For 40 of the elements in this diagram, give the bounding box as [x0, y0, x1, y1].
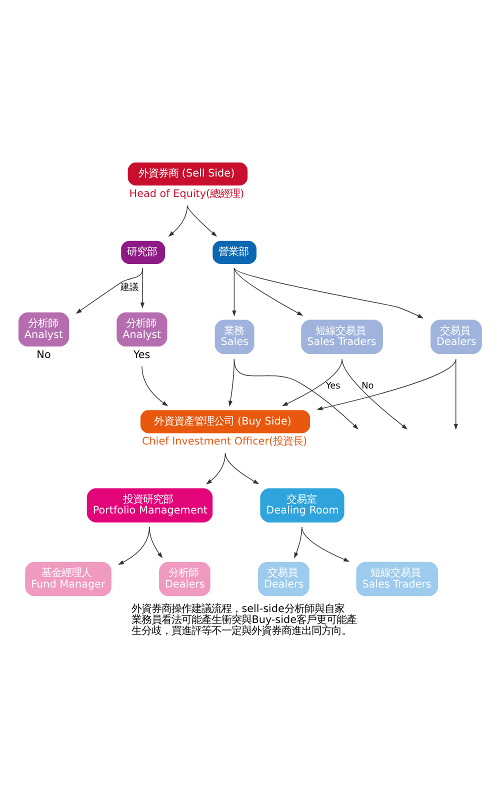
node-box: 短線交易員 Sales Traders: [301, 319, 383, 354]
arrow: [232, 267, 236, 316]
node-box: 分析師 Analyst: [18, 312, 70, 346]
arrow: [234, 267, 304, 316]
node-box: 外資資產管理公司 (Buy Side): [140, 410, 310, 433]
arrow: [140, 267, 145, 308]
arrow: [149, 526, 163, 558]
node-label: Yes: [133, 348, 150, 360]
node-label: Head of Equity(總經理): [129, 187, 244, 200]
arrow: [342, 358, 408, 429]
arrow: [234, 358, 358, 430]
node-box: 研究部: [121, 240, 165, 264]
arrow: [234, 267, 424, 318]
arrow: [224, 452, 260, 484]
node-label: Chief Investment Officer(投資長): [142, 435, 308, 448]
arrow: [302, 526, 350, 562]
arrow: [316, 358, 456, 410]
edge-label: 建議: [120, 282, 139, 293]
edge-label: No: [362, 380, 374, 391]
node-box: 短線交易員 Sales Traders: [356, 561, 438, 596]
arrow: [76, 267, 144, 314]
caption: 外資券商操作建議流程，sell-side分析師與自家業務員看法可能產生衝突與Buy-side客戶更可能產生分歧，買進評等不一定與外資券商進出同方向。: [132, 602, 357, 637]
arrow: [294, 526, 302, 558]
node-box: 分析師 Analyst: [116, 312, 168, 346]
node-box: 基金經理人 Fund Manager: [25, 561, 112, 596]
node-box: 交易員 Dealers: [258, 561, 310, 596]
edge-label: Yes: [326, 380, 340, 391]
node-box: 交易員 Dealers: [430, 319, 482, 354]
node-box: 投資研究部 Portfolio Management: [86, 488, 213, 522]
arrow: [282, 358, 342, 406]
arrow: [142, 365, 168, 406]
node-box: 業務 Sales: [214, 319, 254, 354]
arrow: [454, 358, 458, 430]
node-box: 外資券商 (Sell Side): [128, 162, 248, 185]
arrow: [186, 204, 218, 236]
node-box: 分析師 Dealers: [159, 561, 210, 596]
node-box: 交易室 Dealing Room: [260, 488, 344, 522]
node-box: 營業部: [212, 240, 256, 264]
node-label: No: [36, 348, 51, 360]
arrow: [168, 204, 188, 236]
